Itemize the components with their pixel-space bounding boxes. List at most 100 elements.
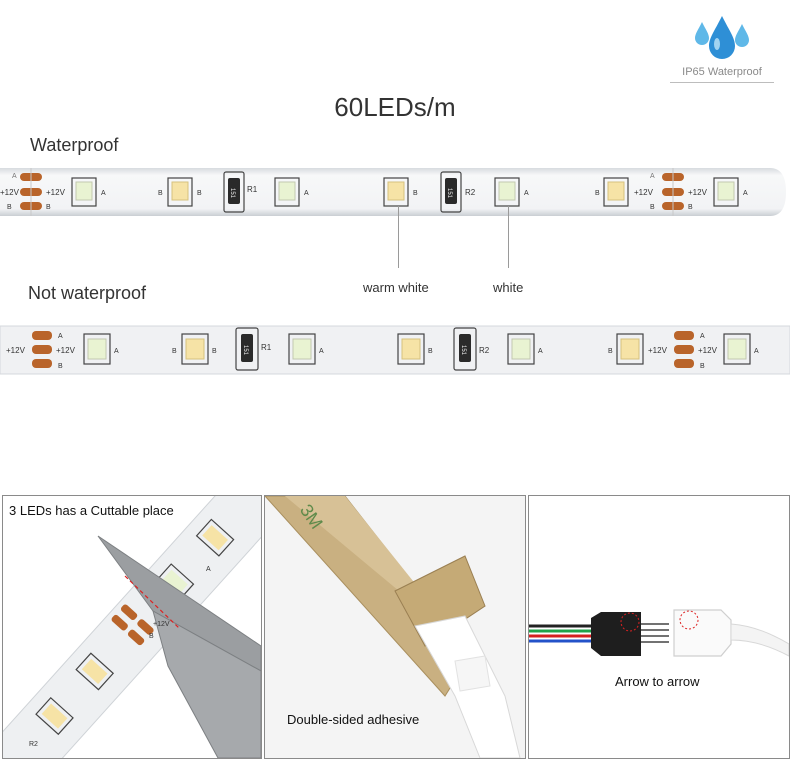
pointer-line-white (508, 206, 509, 268)
strip-mark-a: A (206, 566, 211, 573)
led-pad-label: A (524, 190, 529, 197)
resistor-r2: 151 (453, 327, 477, 371)
led-pad-label: B (212, 348, 217, 355)
not-waterproof-label: Not waterproof (28, 283, 147, 303)
led-cool (494, 177, 520, 207)
led-pad-label: B (428, 348, 433, 355)
led-warm (603, 177, 629, 207)
copper-pads-right (662, 168, 684, 216)
resistor-code: 151 (446, 188, 452, 199)
led-cool (713, 177, 739, 207)
led-cool (71, 177, 97, 207)
led-pad-label: B (595, 190, 600, 197)
pad-mark-b: B (650, 204, 655, 211)
resistor-r1: 151 (235, 327, 259, 371)
led-pad-label: B (172, 348, 177, 355)
copper-pads-left (20, 168, 42, 216)
led-pad-label: A (319, 348, 324, 355)
panel-adhesive: 3M Double-sided adhesive (264, 495, 526, 759)
scissor-blade-upper (97, 535, 261, 672)
pad-mark-b: B (58, 363, 63, 370)
led-pad-label: B (158, 190, 163, 197)
panel-cut-caption: 3 LEDs has a Cuttable place (9, 503, 174, 518)
resistor-code: 151 (229, 188, 235, 199)
panel-cut: R2 +12V A B 3 LEDs has a Cuttable place (2, 495, 262, 759)
resistor-label: R2 (479, 346, 490, 355)
cut-guide-line (124, 575, 180, 629)
resistor-code: 151 (460, 345, 466, 356)
voltage-mark-left: +12V (0, 188, 20, 197)
voltage-mark: +12V (648, 346, 668, 355)
strip-mark-voltage: +12V (153, 621, 170, 628)
waterproof-badge: IP65 Waterproof (668, 14, 776, 86)
pad-mark-a: A (58, 333, 63, 340)
voltage-mark: +12V (688, 188, 708, 197)
panel-connector: Arrow to arrow (528, 495, 790, 759)
connector-pins (641, 623, 669, 643)
led-pad-label: B (413, 190, 418, 197)
white-cable (730, 623, 789, 657)
led-warm (167, 177, 193, 207)
led-pad-label: B (608, 348, 613, 355)
resistor-r1: 151 (223, 171, 245, 213)
copper-pads-left (32, 331, 52, 368)
rgb-wires (529, 624, 599, 643)
led-pad-label: A (101, 190, 106, 197)
pad-mark-a: A (700, 333, 705, 340)
resistor-label: R1 (261, 343, 272, 352)
led-pad-label: A (754, 348, 759, 355)
white-label: white (493, 280, 524, 295)
led-cool (507, 333, 535, 365)
led-pad-label: A (538, 348, 543, 355)
led-cool (723, 333, 751, 365)
led-warm (383, 177, 409, 207)
waterproof-label: Waterproof (30, 135, 119, 155)
strip-mark-b: B (149, 633, 154, 640)
warm-white-label: warm white (363, 280, 429, 295)
led-pad-label: A (114, 348, 119, 355)
copper-pads-right (674, 331, 694, 368)
led-cool (274, 177, 300, 207)
panel-adhesive-caption: Double-sided adhesive (287, 712, 420, 727)
led-warm (616, 333, 644, 365)
page-title: 60LEDs/m (334, 92, 456, 122)
led-pad-label: A (304, 190, 309, 197)
voltage-mark: +12V (6, 346, 26, 355)
voltage-mark: +12V (46, 188, 66, 197)
pad-mark-b: B (700, 363, 705, 370)
voltage-mark: +12V (698, 346, 718, 355)
resistor-code: 151 (242, 345, 248, 356)
pad-mark-a: A (650, 173, 655, 180)
pad-mark-b: B (46, 204, 51, 211)
peeled-flap (394, 555, 486, 647)
pad-mark-b: B (7, 204, 12, 211)
scissors-cut-illustration: R2 +12V A B (3, 496, 261, 758)
voltage-mark: +12V (634, 188, 654, 197)
arrow-marker-white (679, 610, 699, 630)
badge-label: IP65 Waterproof (682, 66, 762, 78)
resistor-label: R2 (465, 188, 476, 197)
adhesive-tape-illustration: 3M (265, 496, 525, 758)
black-connector (591, 612, 641, 656)
panel-connector-caption: Arrow to arrow (615, 674, 700, 689)
strip-body (0, 325, 790, 375)
led-warm (397, 333, 425, 365)
pointer-line-warm (398, 206, 399, 268)
waterproof-led-strip: +12V +12V A B B A B B 151 R1 A B 151 R2 (0, 168, 786, 216)
not-waterproof-led-strip: +12V +12V A B A B B 151 R1 A B 151 R2 A … (0, 325, 790, 375)
led-pad-label: B (197, 190, 202, 197)
white-connector (673, 609, 732, 657)
led-cool (83, 333, 111, 365)
pad-mark-a: A (12, 173, 17, 180)
led-cool (288, 333, 316, 365)
resistor-label: R1 (247, 185, 258, 194)
badge-underline (670, 82, 774, 83)
scissor-blade-lower (152, 609, 261, 758)
connector-illustration (529, 609, 789, 657)
strip-mark-r2: R2 (29, 741, 38, 748)
water-drops-icon (695, 16, 749, 59)
arrow-marker-black (620, 612, 640, 632)
led-pad-label: A (743, 190, 748, 197)
voltage-mark: +12V (56, 346, 76, 355)
led-warm (181, 333, 209, 365)
